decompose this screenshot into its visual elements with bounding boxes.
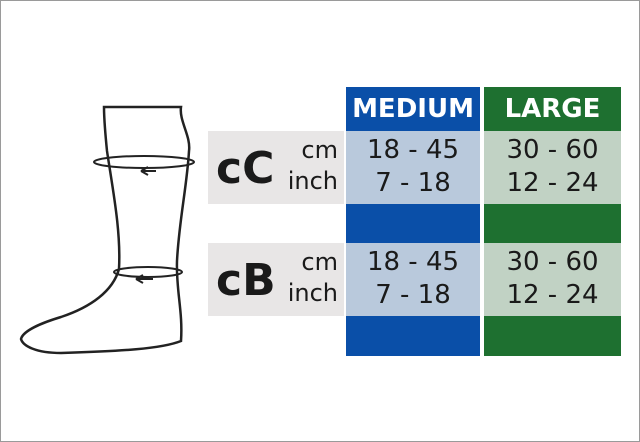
unit-inch: inch [287,279,338,307]
row-label-cc: cC cm inch [208,131,344,204]
measure-label: cC [216,143,275,194]
value-inch: 12 - 24 [506,280,599,310]
value-cm: 18 - 45 [366,135,460,165]
value-inch: 12 - 24 [506,168,599,198]
calf-measure-arrow [93,155,195,176]
band-large [484,204,621,243]
cell-cc-large: 30 - 60 12 - 24 [484,131,621,204]
band-large [484,316,621,356]
cell-cb-large: 30 - 60 12 - 24 [484,243,621,316]
value-inch: 7 - 18 [375,280,451,310]
column-header-large: LARGE [484,87,621,131]
unit-cm: cm [301,136,338,164]
band-medium [346,204,480,243]
band-medium [346,316,480,356]
value-cm: 30 - 60 [506,135,599,165]
leg-illustration [19,105,195,355]
measure-label: cB [216,255,276,306]
cell-cb-medium: 18 - 45 7 - 18 [346,243,480,316]
value-inch: 7 - 18 [375,168,451,198]
unit-cm: cm [301,248,338,276]
unit-inch: inch [287,167,338,195]
row-label-cb: cB cm inch [208,243,344,316]
value-cm: 18 - 45 [366,247,460,277]
column-header-medium: MEDIUM [346,87,480,131]
cell-cc-medium: 18 - 45 7 - 18 [346,131,480,204]
value-cm: 30 - 60 [506,247,599,277]
ankle-measure-arrow [113,266,183,284]
